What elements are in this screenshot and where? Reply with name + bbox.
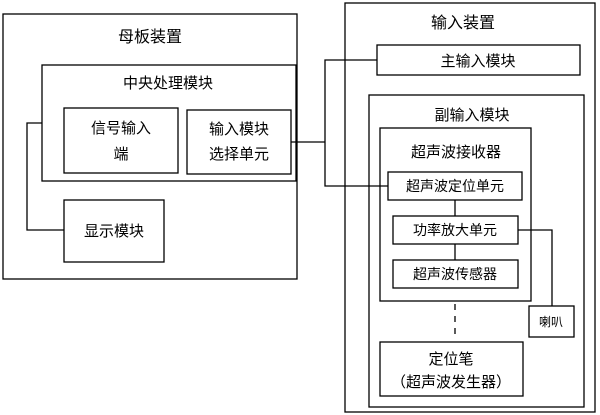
positioning-pen-label-line1: 定位笔 [428,350,473,368]
input-select-label-line2: 选择单元 [209,145,269,163]
speaker-label: 喇叭 [539,314,563,329]
signal-input-label-line1: 信号输入 [91,119,151,137]
signal-input-box [63,107,179,174]
ultrasonic-positioning-unit-label: 超声波定位单元 [406,179,504,195]
sub-input-module-title: 副输入模块 [434,106,509,124]
power-amplifier-unit-box [392,215,519,245]
ultrasonic-sensor-box [392,259,519,289]
positioning-pen-box [379,341,524,397]
input-select-label-line1: 输入模块 [209,120,269,138]
select-to-main-input-connector [324,59,377,142]
main-input-module-box [376,44,581,76]
cpu-module-title: 中央处理模块 [123,74,213,92]
select-to-positioning-unit-connector [324,142,388,187]
positioning-pen-label-line2: （超声波发生器） [391,373,511,391]
display-module-box [63,199,165,263]
main-input-module-label: 主输入模块 [440,52,515,70]
cpu-display-connector [26,122,64,231]
ultrasonic-receiver-title: 超声波接收器 [411,143,501,161]
signal-input-label-line2: 端 [113,145,128,163]
speaker-box [528,305,575,338]
input-device-title: 输入装置 [431,13,495,32]
input-select-unit-box [186,109,292,175]
motherboard-device-title: 母板装置 [118,27,182,46]
display-module-label: 显示模块 [84,222,144,240]
power-amplifier-unit-label: 功率放大单元 [413,222,497,239]
ultrasonic-sensor-label: 超声波传感器 [413,266,497,283]
amplifier-to-speaker-connector [518,229,553,306]
